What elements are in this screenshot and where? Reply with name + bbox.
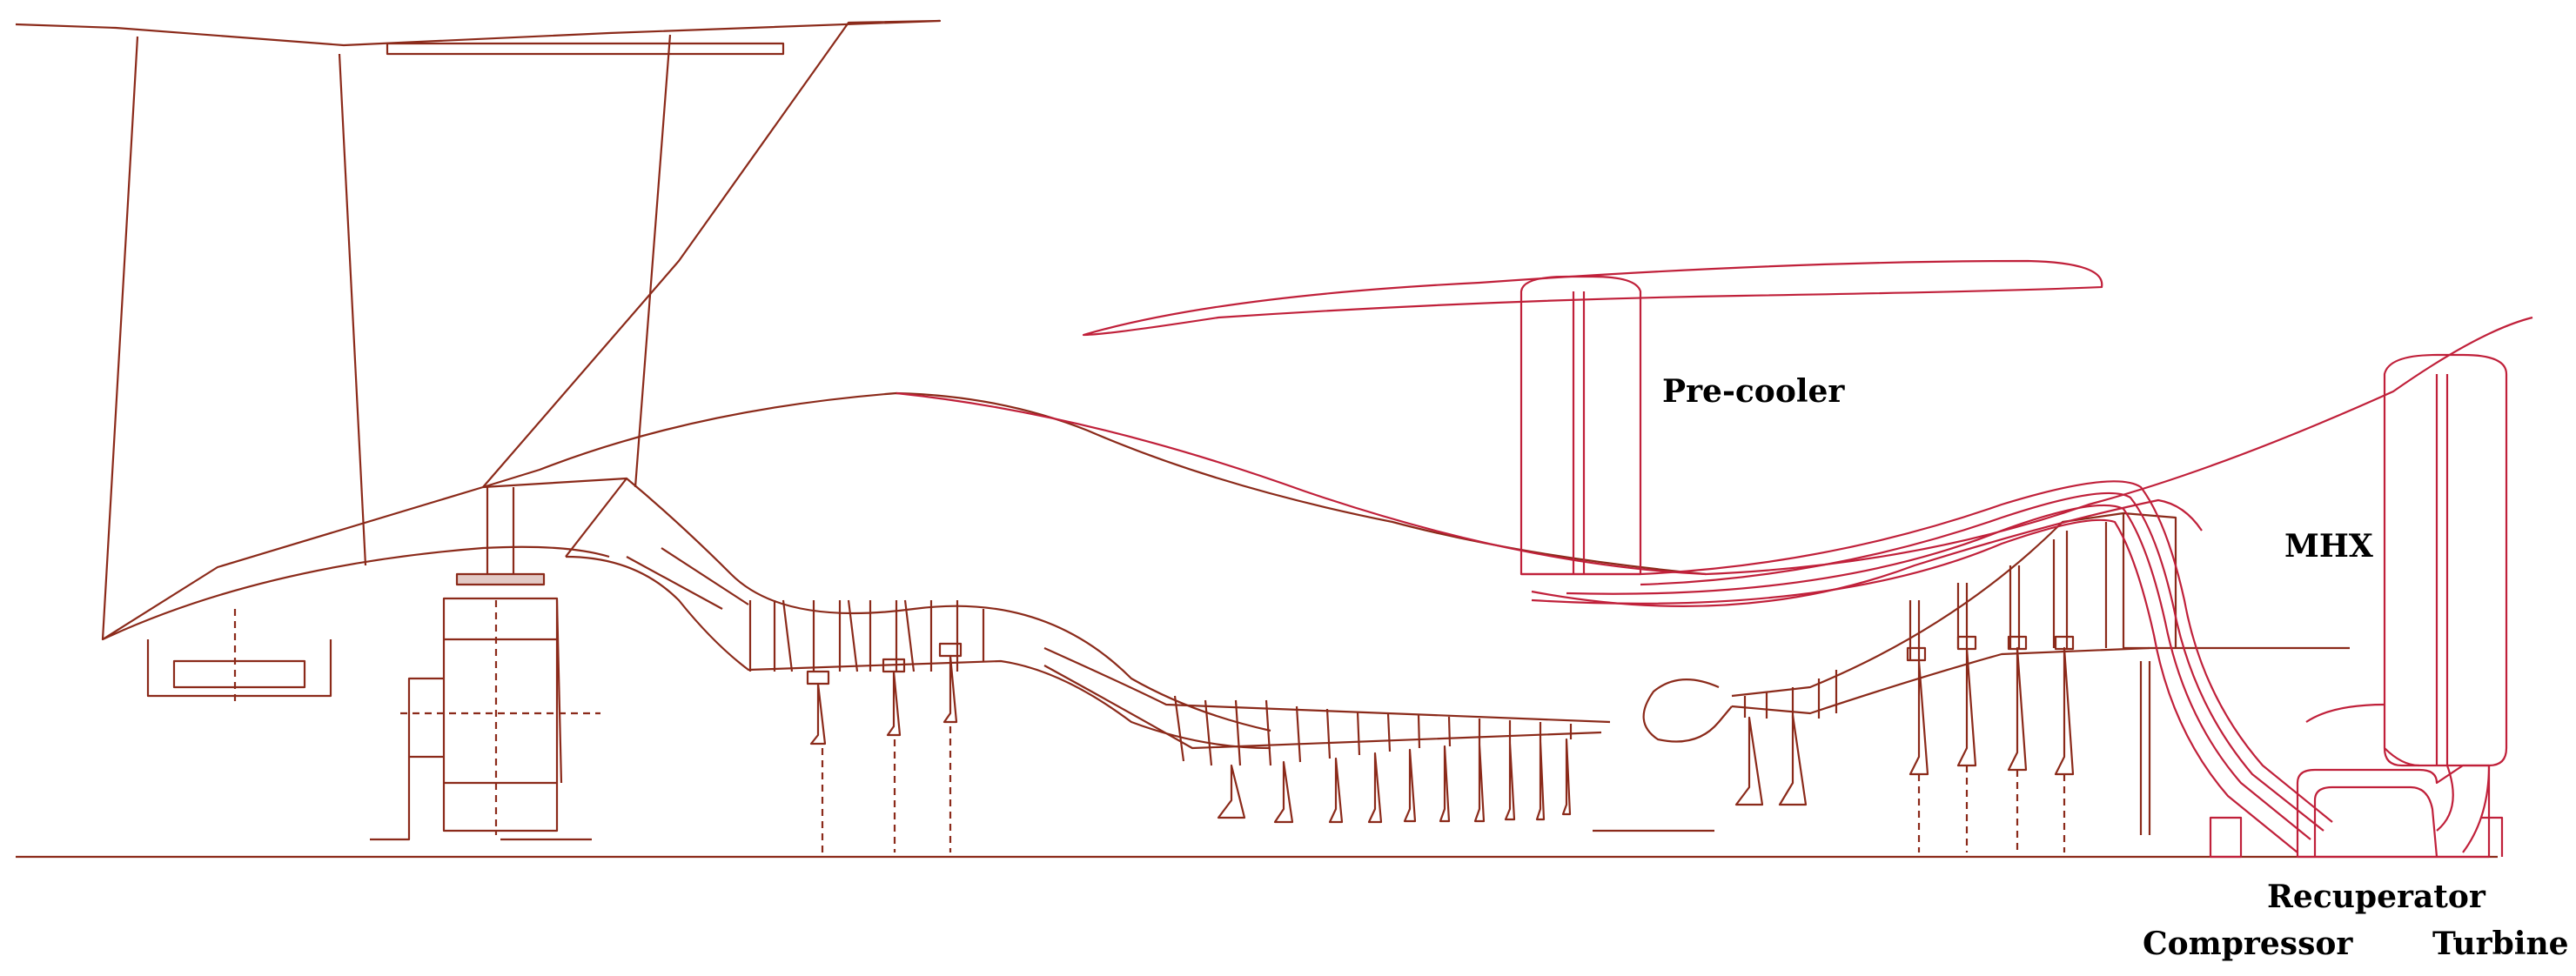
turbine-shaft-dash xyxy=(1917,765,2066,852)
gearbox-axis xyxy=(400,600,600,835)
lp-duct-inner xyxy=(565,555,1271,750)
fan-hub-curve xyxy=(102,545,610,640)
turbine-box xyxy=(2480,816,2504,857)
transfer-duct-4 xyxy=(1531,518,2298,853)
recuperator-housing xyxy=(2296,764,2491,859)
nacelle-leading-line xyxy=(634,34,672,488)
bypass-inner-line xyxy=(1531,498,2203,607)
hp-duct-outer xyxy=(1043,646,1611,724)
gearbox-cap xyxy=(455,572,546,586)
precooler-body xyxy=(1519,275,1642,576)
gearbox-flange xyxy=(555,599,563,784)
lp-duct-outer xyxy=(626,478,1271,732)
lp-duct-shell xyxy=(626,547,749,610)
recuperator-loop xyxy=(2436,765,2491,853)
turbine-casing-outer xyxy=(1731,511,2350,698)
pylon-fairing xyxy=(1082,259,2103,337)
transfer-duct-2 xyxy=(1640,491,2324,832)
combustor-dome xyxy=(1642,679,1733,743)
fan-blade xyxy=(15,19,942,641)
precooler-divider xyxy=(1572,291,1586,574)
turbine-stages xyxy=(1734,522,2108,806)
hp-duct-inner xyxy=(1043,665,1602,750)
fan-blade-inner-edge xyxy=(338,53,367,566)
bypass-outer-line xyxy=(896,316,2533,576)
transfer-duct-3 xyxy=(1566,504,2311,840)
compressor-box xyxy=(2209,816,2243,859)
exhaust-struts xyxy=(2139,661,2151,835)
fan-tip-strip xyxy=(386,42,785,56)
mhx-lower-duct xyxy=(2305,703,2420,767)
mhx-label: MHX xyxy=(2284,528,2373,565)
splitter-inner xyxy=(482,477,628,558)
turbine-casing-inner xyxy=(1731,646,2150,715)
lp-compressor-stage xyxy=(748,599,985,745)
mhx-divider xyxy=(2435,374,2449,765)
splitter-lip xyxy=(482,391,1707,576)
lp-shaft-dash xyxy=(821,726,952,852)
recuperator-inner xyxy=(2313,785,2438,858)
compressor-label: Compressor xyxy=(2143,926,2353,962)
hp-compressor-stages xyxy=(1173,695,1573,824)
transfer-duct-1 xyxy=(1640,480,2333,823)
fan-spinner-bracket xyxy=(146,639,332,698)
gearbox-block xyxy=(370,597,559,841)
precooler-label: Pre-cooler xyxy=(1662,373,1845,410)
pylon-line xyxy=(486,487,515,574)
recuperator-label: Recuperator xyxy=(2267,879,2486,915)
turbine-label: Turbine xyxy=(2432,926,2569,962)
mhx-body xyxy=(2383,353,2508,767)
